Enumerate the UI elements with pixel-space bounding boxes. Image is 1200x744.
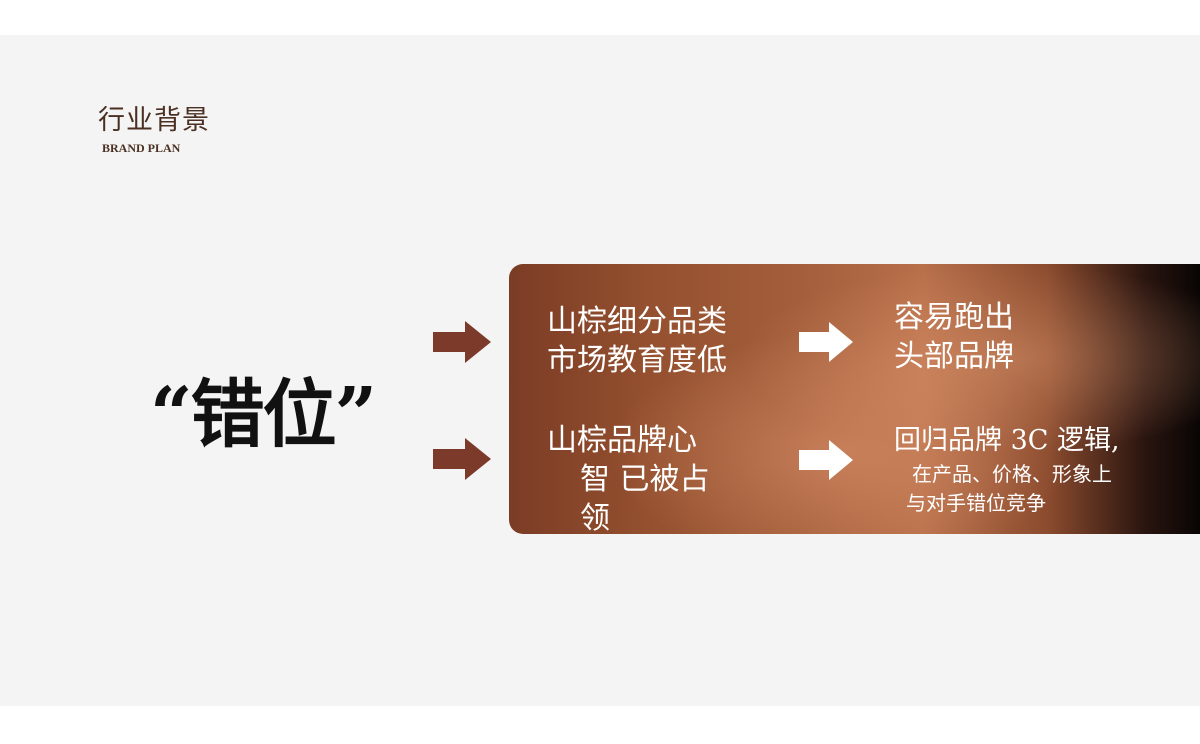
row2-result-text: 回归品牌 3C 逻辑, 在产品、价格、形象上 与对手错位竞争: [894, 422, 1120, 518]
arrow-right-icon: [433, 438, 491, 480]
row2-problem-line-3: 领: [580, 501, 610, 534]
row1-problem-text: 山棕细分品类 市场教育度低: [547, 302, 727, 380]
arrow-right-icon: [799, 322, 853, 362]
arrow-right-icon: [799, 440, 853, 480]
row2-problem-line-1: 山棕品牌心: [547, 423, 697, 458]
row2-result-title: 回归品牌 3C 逻辑,: [894, 425, 1120, 456]
row1-problem-line-2: 市场教育度低: [547, 343, 727, 378]
section-subtitle: BRAND PLAN: [102, 141, 181, 155]
slide-canvas: 行业背景 BRAND PLAN “错位” 山棕细分品类 市场教育度低 容易跑出 …: [0, 35, 1200, 706]
arrow-right-icon: [433, 321, 491, 363]
row2-result-line-2: 与对手错位竞争: [906, 491, 1046, 515]
row1-result-line-2: 头部品牌: [894, 339, 1014, 374]
row1-problem-line-1: 山棕细分品类: [547, 304, 727, 339]
row2-problem-text: 山棕品牌心 智 已被占 领: [547, 421, 710, 534]
row1-result-line-1: 容易跑出: [894, 300, 1014, 335]
reason-panel: 山棕细分品类 市场教育度低 容易跑出 头部品牌 山棕品牌心 智 已被占 领 回归…: [509, 264, 1200, 534]
row2-problem-line-2: 智 已被占: [580, 462, 710, 497]
row2-result-line-1: 在产品、价格、形象上: [912, 462, 1112, 486]
section-title: 行业背景: [98, 105, 210, 136]
keyword-title: “错位”: [150, 372, 377, 458]
row1-result-text: 容易跑出 头部品牌: [894, 298, 1014, 376]
